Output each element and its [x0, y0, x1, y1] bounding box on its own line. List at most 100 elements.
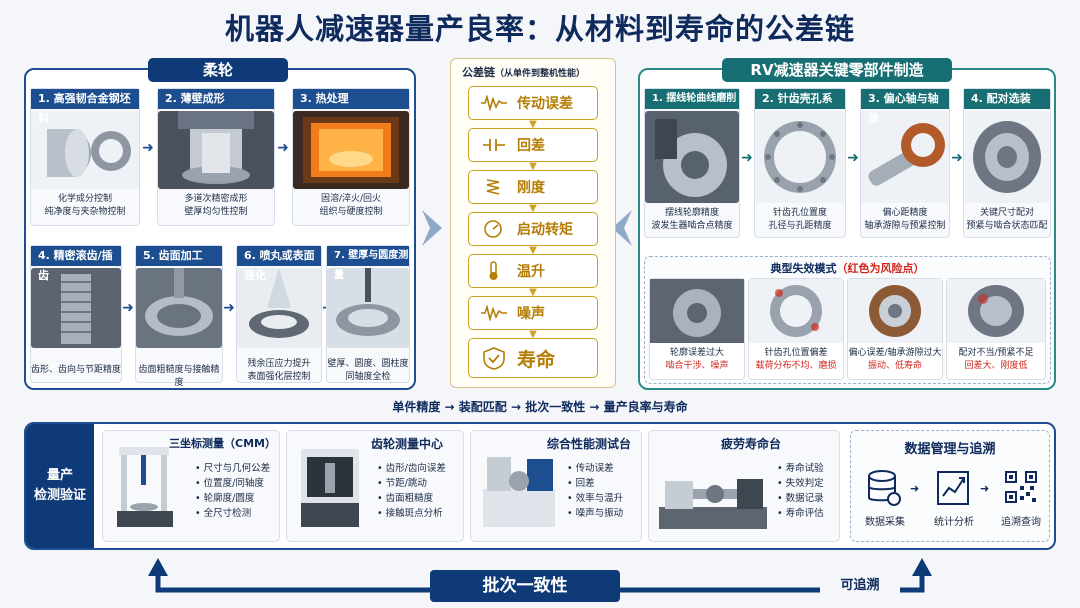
shot-peening-image: [237, 268, 321, 348]
flex-step-2-cap1: 多道次精密成形: [184, 194, 248, 204]
data-item-collection: 数据采集: [865, 517, 905, 528]
fatigue-life-rig-image: [655, 455, 771, 535]
flex-step-3: 3. 热处理 固溶/淬火/回火 组织与硬度控制: [292, 88, 410, 226]
arrow-down-icon: ▼: [529, 287, 537, 298]
failure-item-4: 配对不当/预紧不足 回差大、刚度低: [946, 278, 1046, 380]
failure-item-1-name: 轮廓误差过大: [669, 348, 724, 358]
pin-housing-image: [755, 111, 845, 203]
data-item-analysis: 统计分析: [934, 517, 974, 528]
furnace-image: [293, 111, 409, 189]
flex-step-7-cap2: 同轴度全检: [345, 372, 391, 382]
arrow-down-icon: ▼: [529, 161, 537, 172]
flex-step-6-cap2: 表面强化层控制: [247, 372, 311, 382]
rv-step-2-label: 2. 针齿壳孔系: [755, 89, 845, 109]
pin-hole-deviation-image: [749, 279, 843, 343]
arrow-down-icon: ▼: [529, 203, 537, 214]
backlash-icon: [483, 139, 505, 151]
arrow-right-icon: ➜: [910, 482, 920, 495]
flex-step-5-label: 5. 齿面加工: [136, 246, 222, 266]
flex-step-3-label: 3. 热处理: [293, 89, 409, 109]
flex-step-1-cap2: 纯净度与夹杂物控制: [44, 207, 126, 217]
chain-item-starting-torque: 启动转矩: [468, 212, 598, 246]
failure-item-2-risk: 载荷分布不均、磨损: [755, 361, 837, 371]
cycloid-grinding-image: [645, 111, 739, 203]
failure-note: （红色为风险点）: [836, 262, 925, 275]
chain-title: 公差链: [462, 66, 495, 79]
rv-step-1-cap2: 波发生器啮合点精度: [651, 221, 733, 231]
inspection-card-test-bench: 综合性能测试台 传动误差 回差 效率与温升 噪声与振动: [470, 430, 642, 542]
flex-step-4-cap1: 齿形、齿向与节距精度: [31, 365, 122, 375]
inspection-title: 量产 检测验证: [26, 424, 94, 548]
spring-icon: [486, 179, 500, 195]
profile-error-image: [650, 279, 744, 343]
rv-step-2: 2. 针齿壳孔系 针齿孔位置度 孔径与孔距精度: [754, 88, 846, 238]
tooth-surface-image: [136, 268, 222, 348]
flex-step-7: 7. 壁厚与圆度测量 壁厚、圆度、圆柱度 同轴度全检: [326, 245, 410, 383]
failure-item-3: 偏心误差/轴承游隙过大 振动、低寿命: [847, 278, 943, 380]
data-item-trace-query: 追溯查询: [1001, 517, 1041, 528]
flex-step-1: 1. 高强韧合金钢坯料 化学成分控制 纯净度与夹杂物控制: [30, 88, 140, 226]
flex-step-6-label: 6. 喷丸或表面强化: [237, 246, 321, 282]
paired-assembly-image: [964, 111, 1050, 203]
arrow-right-icon: ➜: [277, 140, 289, 156]
failure-item-4-risk: 回差大、刚度低: [964, 361, 1028, 371]
flex-step-1-label: 1. 高强韧合金钢坯料: [31, 89, 139, 125]
steel-blank-image: [31, 111, 139, 189]
gauge-icon: [484, 220, 502, 238]
failure-title: 典型失效模式: [770, 262, 837, 275]
flex-step-2: 2. 薄壁成形 多道次精密成形 壁厚均匀性控制: [157, 88, 275, 226]
failure-item-1-risk: 啮合干涉、噪声: [665, 361, 729, 371]
waveform-icon: [481, 95, 507, 111]
failure-item-1: 轮廓误差过大 啮合干涉、噪声: [649, 278, 745, 380]
flex-step-2-cap2: 壁厚均匀性控制: [184, 207, 248, 217]
thin-wall-forming-image: [158, 111, 274, 189]
flex-step-7-label: 7. 壁厚与圆度测量: [327, 246, 409, 281]
arrow-right-icon: ➜: [951, 150, 963, 166]
rv-step-3-cap1: 偏心距精度: [882, 208, 928, 218]
flex-step-4: 4. 精密滚齿/插齿 齿形、齿向与节距精度: [30, 245, 122, 383]
preload-mismatch-image: [947, 279, 1045, 343]
fatigue-title: 疲劳寿命台: [721, 437, 782, 451]
data-management-title: 数据管理与追溯: [904, 442, 996, 457]
rv-step-1-cap1: 摆线轮廓精度: [664, 208, 719, 218]
page-title: 机器人减速器量产良率：从材料到寿命的公差链: [224, 12, 855, 46]
bearing-clearance-image: [848, 279, 942, 343]
failure-item-3-name: 偏心误差/轴承游隙过大: [848, 348, 942, 358]
gear-center-bullets: 齿形/齿向误差 节距/跳动 齿面粗糙度 接触斑点分析: [377, 461, 446, 521]
flex-step-5: 5. 齿面加工 齿面粗糙度与接触精度: [135, 245, 223, 388]
chain-heading: 公差链（从单件到整机性能）: [462, 64, 612, 80]
flex-step-3-cap2: 组织与硬度控制: [319, 207, 383, 217]
flex-step-7-cap1: 壁厚、圆度、圆柱度: [327, 359, 409, 369]
arrow-down-icon: ▼: [529, 119, 537, 130]
batch-consistency-banner: 批次一致性: [430, 570, 620, 602]
rv-step-4: 4. 配对选装 关键尺寸配对 预紧与啮合状态匹配: [963, 88, 1051, 238]
inspection-card-fatigue: 疲劳寿命台 寿命试验 失效判定 数据记录 寿命评估: [648, 430, 840, 542]
chart-analysis-icon: [937, 471, 969, 505]
shield-check-icon: [483, 347, 505, 370]
failure-item-2: 针齿孔位置偏差 载荷分布不均、磨损: [748, 278, 844, 380]
flex-step-6-cap1: 残余压应力提升: [247, 359, 311, 369]
qr-code-icon: [1004, 470, 1038, 504]
chain-item-transmission-error: 传动误差: [468, 86, 598, 120]
flexspline-title: 柔轮: [148, 58, 288, 82]
flex-step-2-label: 2. 薄壁成形: [158, 89, 274, 109]
flex-step-1-cap1: 化学成分控制: [57, 194, 112, 204]
failure-heading: 典型失效模式（红色为风险点）: [644, 260, 1051, 276]
test-bench-title: 综合性能测试台: [547, 437, 632, 451]
rv-step-4-label: 4. 配对选装: [964, 89, 1050, 109]
chevron-left-icon: [612, 210, 632, 246]
test-bench-bullets: 传动误差 回差 效率与温升 噪声与振动: [567, 461, 624, 521]
cmm-title: 三坐标测量（CMM）: [169, 437, 276, 450]
arrow-right-icon: ➜: [223, 300, 235, 316]
arrow-right-icon: ➜: [741, 150, 753, 166]
flex-step-4-label: 4. 精密滚齿/插齿: [31, 246, 121, 282]
arrow-down-icon: ▼: [529, 245, 537, 256]
arrow-down-icon: ▼: [529, 329, 537, 340]
noise-wave-icon: [481, 305, 507, 321]
gear-center-title: 齿轮测量中心: [371, 437, 444, 451]
chevron-right-icon: [422, 210, 442, 246]
rv-step-4-cap1: 关键尺寸配对: [979, 208, 1034, 218]
thermometer-icon: [489, 261, 498, 280]
arrow-right-icon: ➜: [122, 300, 134, 316]
measurement-image: [327, 268, 409, 348]
